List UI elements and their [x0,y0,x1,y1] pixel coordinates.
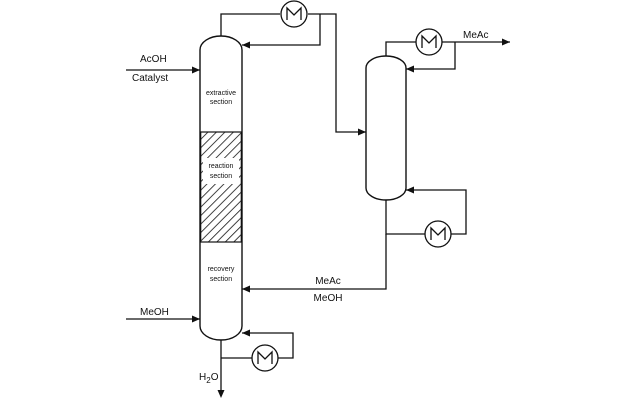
arrow-head [406,186,414,194]
heat-exchanger-icon [424,220,452,248]
reaction-section-label-2: section [210,173,232,180]
heat-exchanger-icon [280,0,308,28]
arrow-head [242,41,250,49]
main-bottoms-line [217,329,294,398]
main-column [199,35,243,341]
water-product-label: H2O [199,372,219,385]
meoh-feed [126,315,200,323]
main-overhead-line [220,13,366,136]
arrow-head [192,315,200,323]
reaction-section-packing [200,131,242,243]
arrow-head [242,285,250,293]
recycle-meac-label: MeAc [315,276,341,287]
arrow-head [358,128,366,136]
heat-exchanger-icon [415,28,443,56]
arrow-head [406,65,414,73]
condenser-second [415,28,443,56]
arrow-head [502,38,510,46]
condenser-main [280,0,308,28]
second-bottoms-line [242,186,467,293]
recovery-section-label-1: recovery [208,266,235,273]
recycle-meoh-label: MeOH [314,293,343,304]
arrow-head [192,66,200,74]
reaction-label-bg [203,158,239,184]
recovery-section-label-2: section [210,276,232,283]
acoh-label: AcOH [140,54,167,65]
extractive-section-label-2: section [210,99,232,106]
meac-product-label: MeAc [463,30,489,41]
reaction-section-label-1: reaction [209,163,234,170]
second-overhead-line [385,38,510,73]
arrow-head [242,329,250,337]
arrow-head [217,390,225,398]
second-column-shell [365,55,407,201]
reboiler-main [251,344,279,372]
catalyst-label: Catalyst [132,73,168,84]
reboiler-second [424,220,452,248]
acoh-catalyst-feed [126,66,200,74]
extractive-section-label-1: extractive [206,90,236,97]
heat-exchanger-icon [251,344,279,372]
meoh-feed-label: MeOH [140,307,169,318]
